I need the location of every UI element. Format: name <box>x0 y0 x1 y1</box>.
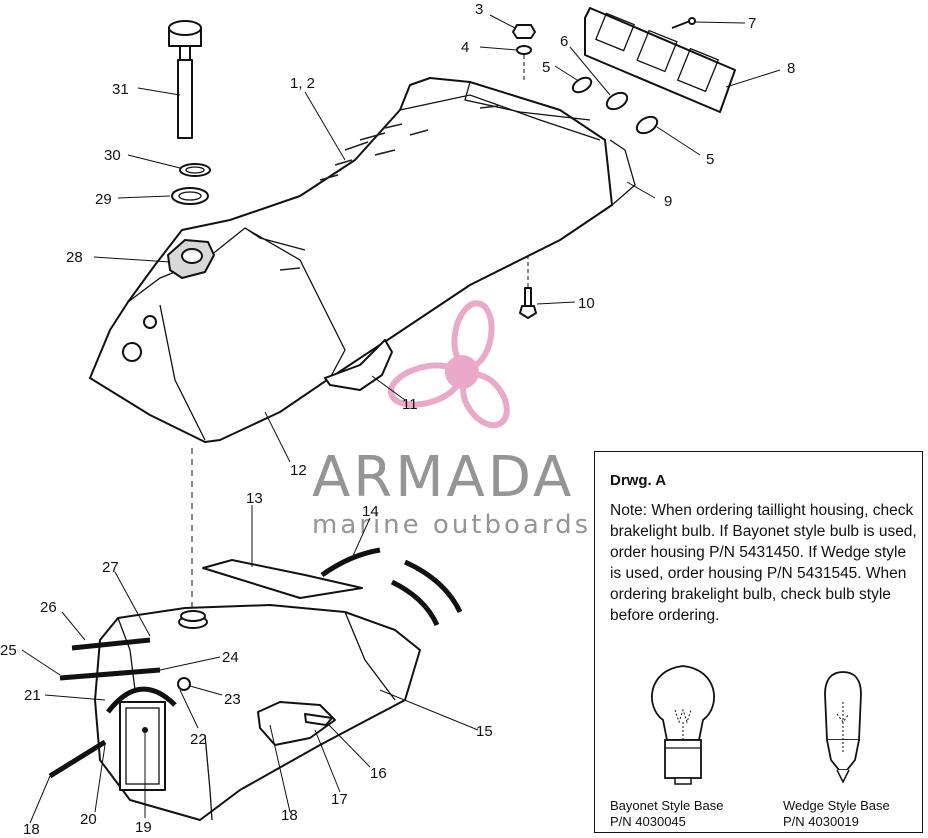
callout-8: 8 <box>787 60 795 77</box>
leader-lines <box>21 14 781 824</box>
bulb-5-upper <box>571 76 593 94</box>
callout-12: 12 <box>290 462 307 479</box>
callout-7: 7 <box>748 15 756 32</box>
gasket-29 <box>171 187 209 205</box>
washer-4 <box>516 45 532 55</box>
propeller-logo <box>387 300 510 429</box>
screw-7 <box>671 17 696 29</box>
watermark-brand: ARMADA <box>312 445 574 510</box>
seat-hatch-marks <box>279 105 499 271</box>
hose-26 <box>71 637 151 651</box>
callout-27: 27 <box>102 559 119 576</box>
callout-5-lower: 5 <box>706 151 714 168</box>
callout-20: 20 <box>80 811 97 828</box>
callout-31: 31 <box>112 81 129 98</box>
callout-22: 22 <box>190 731 207 748</box>
wedge-caption: Wedge Style Base P/N 4030019 <box>783 798 890 829</box>
drawing-a-note: Drwg. A Note: When ordering taillight ho… <box>594 451 923 833</box>
callout-26: 26 <box>40 599 57 616</box>
grommet-11 <box>324 339 393 391</box>
callout-17: 17 <box>331 791 348 808</box>
fuel-pump-19 <box>119 701 166 791</box>
filler-cap-tube <box>168 20 202 139</box>
callout-5-upper: 5 <box>542 59 550 76</box>
callout-labels: 1, 2 3 4 5 6 7 8 5 9 10 11 12 13 14 15 1… <box>0 1 795 838</box>
hose-21 <box>106 686 177 714</box>
callout-18-right: 18 <box>281 807 298 824</box>
callout-1-2: 1, 2 <box>290 75 315 92</box>
hose-20 <box>48 739 107 779</box>
note-text: Note: When ordering taillight housing, c… <box>610 502 917 624</box>
nut-3 <box>512 24 536 39</box>
callout-11: 11 <box>402 396 418 413</box>
hose-25 <box>59 667 161 681</box>
seat-assembly <box>89 77 636 443</box>
watermark-tagline: marine outboards <box>312 510 591 540</box>
bulb-5-lower <box>635 115 659 135</box>
brand-watermark: ARMADA marine outboards <box>312 300 591 540</box>
fitting-23 <box>177 677 191 691</box>
callout-13: 13 <box>246 490 263 507</box>
taillight-lens-8 <box>584 7 736 113</box>
callout-21: 21 <box>24 687 41 704</box>
bulb-illustrations <box>651 665 862 785</box>
callout-25: 25 <box>0 642 17 659</box>
callout-10: 10 <box>578 295 595 312</box>
note-title: Drwg. A <box>610 472 667 489</box>
callout-9: 9 <box>664 193 672 210</box>
pad-13 <box>202 559 363 599</box>
callout-24: 24 <box>222 649 239 666</box>
callout-14: 14 <box>362 503 379 520</box>
bayonet-bulb-icon <box>651 665 715 785</box>
callout-23: 23 <box>224 691 241 708</box>
callout-4: 4 <box>461 39 469 56</box>
callout-19: 19 <box>135 819 152 836</box>
callout-18-left: 18 <box>23 821 40 838</box>
callout-29: 29 <box>95 191 112 208</box>
hoses-14 <box>320 547 463 627</box>
callout-3: 3 <box>475 1 483 18</box>
fuel-filler-plate <box>167 239 215 279</box>
callout-6: 6 <box>560 33 568 50</box>
callout-15: 15 <box>476 723 493 740</box>
gasket-30 <box>179 163 211 177</box>
callout-16: 16 <box>370 765 387 782</box>
callout-28: 28 <box>66 249 83 266</box>
bolt-10 <box>519 255 537 319</box>
fitting-16 <box>304 713 333 726</box>
callout-30: 30 <box>104 147 121 164</box>
bulb-6 <box>605 91 629 111</box>
pump-cover-18 <box>257 701 336 746</box>
bayonet-caption: Bayonet Style Base P/N 4030045 <box>610 798 724 829</box>
wedge-bulb-icon <box>824 671 862 784</box>
